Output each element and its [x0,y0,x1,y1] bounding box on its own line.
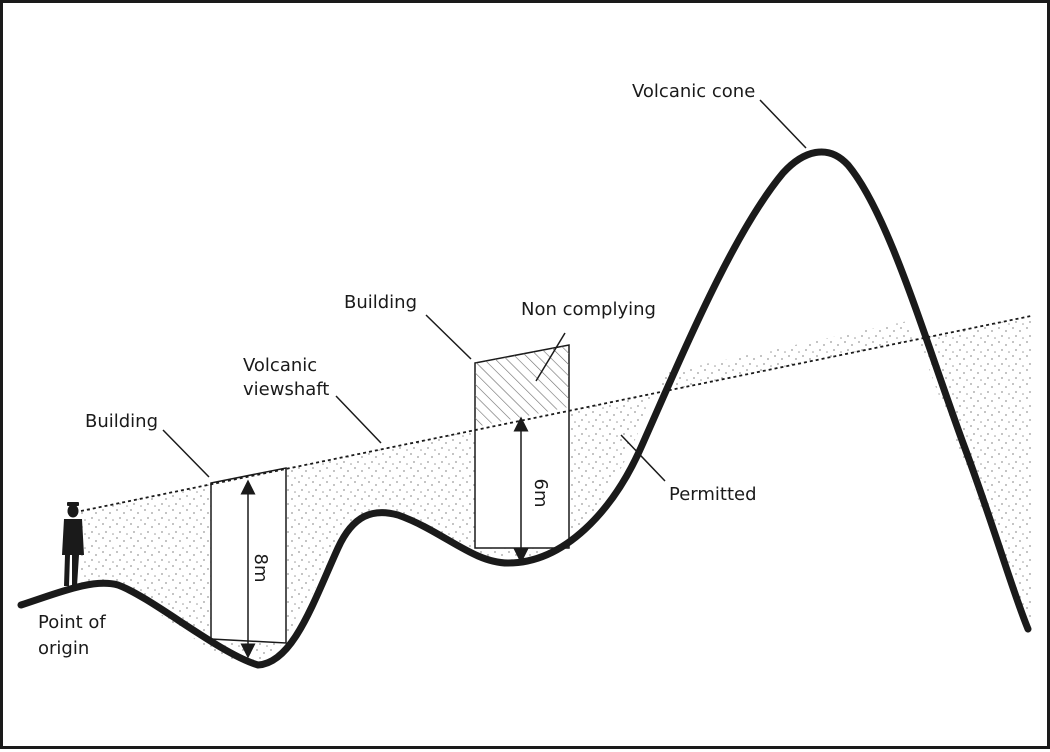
height-label-left: 8m [250,554,271,583]
leader-building-right [425,314,472,360]
label-non-complying: Non complying [521,299,656,320]
leader-viewshaft [335,395,382,444]
label-viewshaft: viewshaft [243,379,329,400]
leader-building-left [162,429,210,478]
label-origin: origin [38,638,89,659]
label-point-of: Point of [38,612,106,633]
terrain-line [17,148,1032,669]
leader-non-complying [535,332,566,382]
label-permitted: Permitted [669,484,757,505]
viewshaft-diagram: 8m 6m Volcanic cone Building Non complyi… [17,81,1032,669]
label-building-left: Building [85,411,158,432]
height-label-right: 6m [530,479,551,508]
person-icon [62,502,84,586]
label-volcanic-cone: Volcanic cone [632,81,755,102]
leader-volcanic-cone [759,99,807,149]
label-building-right: Building [344,292,417,313]
leader-permitted [620,434,666,482]
label-volcanic: Volcanic [243,355,317,376]
